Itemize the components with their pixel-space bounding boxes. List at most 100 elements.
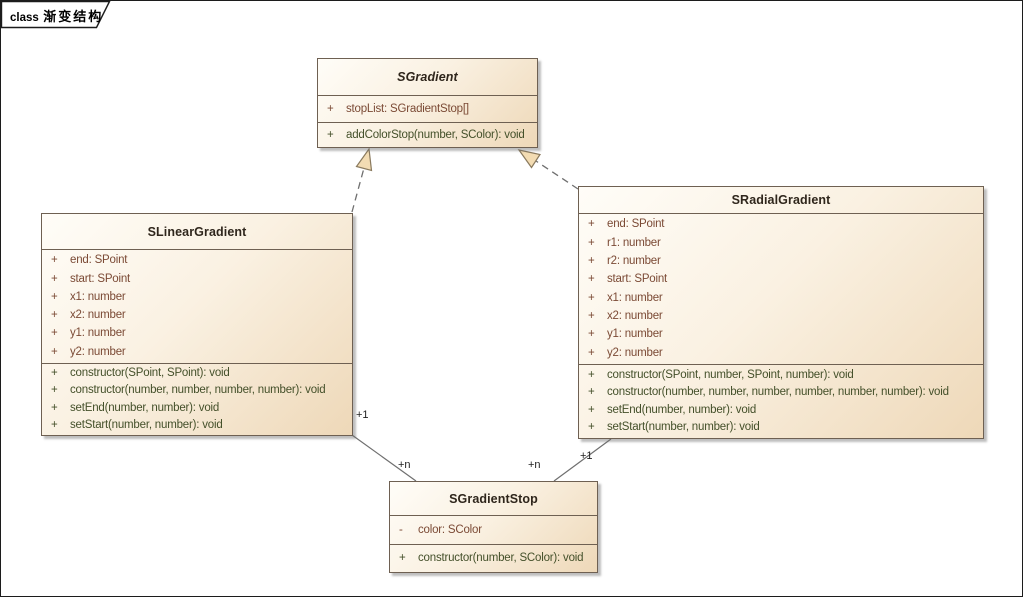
- frame-keyword: class: [10, 12, 39, 24]
- member-text: start: SPoint: [607, 273, 668, 286]
- class-header: SRadialGradient: [579, 187, 983, 213]
- member-text: x1: number: [70, 290, 126, 303]
- attributes-compartment: +end: SPoint + r1: number + r2: number + start…: [579, 213, 983, 364]
- visibility-marker: +: [51, 384, 58, 397]
- multiplicity-label-radial-target: +n: [528, 459, 541, 471]
- visibility-marker: +: [588, 273, 595, 286]
- visibility-marker: +: [51, 272, 58, 285]
- member-text: stopList: SGradientStop[]: [346, 102, 469, 115]
- visibility-marker: +: [51, 367, 58, 380]
- attribute-row: + r1: number: [579, 236, 983, 251]
- realization-arrow-radial-to-sgradient: [517, 149, 579, 190]
- class-header: SGradient: [318, 59, 537, 95]
- class-header: SGradientStop: [390, 482, 597, 515]
- visibility-marker: +: [51, 418, 58, 431]
- class-header: SLinearGradient: [42, 214, 352, 249]
- diagram-title: class 渐变结构: [10, 6, 103, 26]
- visibility-marker: +: [51, 401, 58, 414]
- member-text: y1: number: [607, 328, 663, 341]
- multiplicity-label-radial-source: +1: [580, 450, 593, 462]
- visibility-marker: +: [588, 386, 595, 399]
- class-box-sgradient[interactable]: SGradient + stopList: SGradientStop[] +ad…: [317, 58, 538, 148]
- member-text: setStart(number, number): void: [607, 421, 760, 434]
- methods-compartment: +addColorStop(number, SColor): void: [318, 122, 537, 147]
- member-text: r1: number: [607, 236, 661, 249]
- attribute-row: + y1: number: [579, 327, 983, 342]
- method-row: + setStart(number, number): void: [579, 420, 983, 435]
- method-row: + constructor(SPoint, SPoint): void: [42, 366, 352, 381]
- class-box-sradialgradient[interactable]: SRadialGradient +end: SPoint+r1: number+…: [578, 186, 984, 439]
- visibility-marker: +: [588, 346, 595, 359]
- attribute-row: + end: SPoint: [42, 253, 352, 268]
- member-text: y1: number: [70, 327, 126, 340]
- class-name-sgradient: SGradient: [397, 70, 458, 84]
- class-name-sgradientstop: SGradientStop: [449, 491, 538, 506]
- method-row: + constructor(number, number, number, num…: [579, 385, 983, 400]
- realization-arrow-linear-to-sgradient: [351, 147, 373, 213]
- visibility-marker: +: [51, 309, 58, 322]
- visibility-marker: +: [588, 291, 595, 304]
- methods-compartment: + constructor(SPoint, number, SPoint, num…: [579, 364, 983, 438]
- member-text: color: SColor: [418, 523, 482, 536]
- frame-tab-shape: [1, 1, 111, 29]
- attribute-row: + stopList: SGradientStop[]: [318, 102, 537, 117]
- attribute-row: +end: SPoint: [579, 217, 983, 232]
- visibility-marker: +: [51, 254, 58, 267]
- member-text: setEnd(number, number): void: [607, 403, 757, 416]
- method-row: + constructor(SPoint, number, SPoint, num…: [579, 368, 983, 383]
- frame-title-text: 渐变结构: [43, 9, 104, 24]
- visibility-marker: +: [51, 290, 58, 303]
- attribute-row: +x2: number: [42, 308, 352, 323]
- class-name-sradialgradient: SRadialGradient: [731, 193, 831, 207]
- visibility-marker: +: [588, 254, 595, 267]
- member-text: end: SPoint: [70, 254, 128, 267]
- member-text: constructor(number, number, number, numb…: [70, 384, 326, 397]
- multiplicity-label-linear-target: +n: [398, 459, 411, 471]
- visibility-marker: +: [588, 403, 595, 416]
- visibility-marker: +: [588, 236, 595, 249]
- method-row: + constructor(number, number, number, num…: [42, 383, 352, 398]
- member-text: constructor(SPoint, number, SPoint, numb…: [607, 368, 854, 381]
- attributes-compartment: + stopList: SGradientStop[]: [318, 95, 537, 122]
- attributes-compartment: + end: SPoint + start: SPoint + x1: number +x2…: [42, 249, 352, 363]
- visibility-marker: +: [51, 327, 58, 340]
- attributes-compartment: - color: SColor: [390, 515, 597, 544]
- member-text: x2: number: [607, 309, 663, 322]
- visibility-marker: +: [588, 421, 595, 434]
- visibility-marker: +: [588, 309, 595, 322]
- attribute-row: + start: SPoint: [42, 272, 352, 287]
- member-text: x1: number: [607, 291, 663, 304]
- attribute-row: + x1: number: [42, 290, 352, 305]
- member-text: r2: number: [607, 254, 661, 267]
- member-text: start: SPoint: [70, 272, 131, 285]
- attribute-row: + y2: number: [579, 346, 983, 361]
- method-row: + setEnd(number, number): void: [579, 403, 983, 418]
- method-row: + setStart(number, number): void: [42, 418, 352, 433]
- attribute-row: + r2: number: [579, 254, 983, 269]
- attribute-row: - color: SColor: [390, 523, 597, 538]
- visibility-marker: +: [327, 128, 334, 141]
- method-row: + setEnd(number, number): void: [42, 401, 352, 416]
- member-text: setStart(number, number): void: [70, 418, 223, 431]
- visibility-marker: -: [399, 523, 403, 536]
- attribute-row: + x1: number: [579, 291, 983, 306]
- member-text: y2: number: [607, 346, 663, 359]
- attribute-row: + start: SPoint: [579, 272, 983, 287]
- visibility-marker: +: [588, 328, 595, 341]
- visibility-marker: +: [588, 368, 595, 381]
- member-text: setEnd(number, number): void: [70, 401, 220, 414]
- visibility-marker: +: [51, 345, 58, 358]
- method-row: +addColorStop(number, SColor): void: [318, 128, 537, 143]
- visibility-marker: +: [327, 102, 334, 115]
- class-box-slineargradient[interactable]: SLinearGradient + end: SPoint + start: SPoi…: [41, 213, 353, 436]
- association-line-linear-to-stop: [351, 434, 417, 482]
- member-text: constructor(number, number, number, numb…: [607, 386, 949, 399]
- member-text: constructor(SPoint, SPoint): void: [70, 367, 230, 380]
- attribute-row: +y2: number: [42, 345, 352, 360]
- methods-compartment: +constructor(number, SColor): void: [390, 544, 597, 572]
- methods-compartment: + constructor(SPoint, SPoint): void + const…: [42, 363, 352, 435]
- diagram-frame-tab: class 渐变结构: [1, 1, 121, 33]
- class-box-sgradientstop[interactable]: SGradientStop - color: SColor +constructo…: [389, 481, 598, 573]
- multiplicity-label-linear-source: +1: [356, 409, 369, 421]
